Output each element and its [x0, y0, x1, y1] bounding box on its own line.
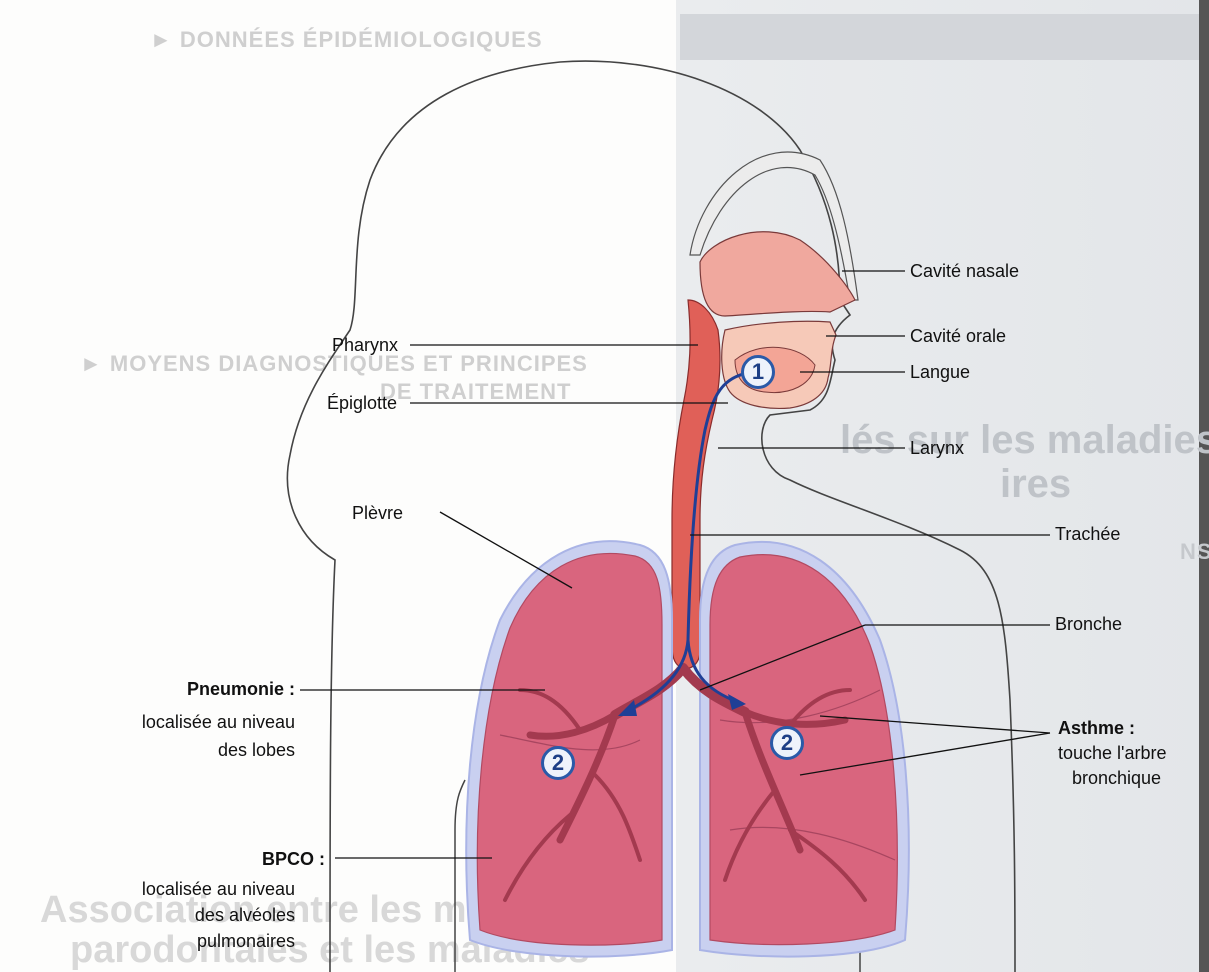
body-outline-inner-left — [455, 780, 465, 972]
label-bpco-desc-1: localisée au niveau — [110, 878, 295, 900]
leader-plevre — [440, 512, 572, 588]
label-asthme-desc-1: touche l'arbre — [1058, 742, 1167, 764]
label-cavite-orale: Cavité orale — [910, 325, 1006, 347]
label-larynx: Larynx — [910, 437, 964, 459]
label-bronche: Bronche — [1055, 613, 1122, 635]
label-cavite-nasale: Cavité nasale — [910, 260, 1019, 282]
label-langue: Langue — [910, 361, 970, 383]
label-pneumonie-desc-1: localisée au niveau — [110, 711, 295, 733]
badge-left-lung: 2 — [541, 746, 575, 780]
nasal-cavity-shape — [700, 232, 855, 316]
label-pneumonie-title: Pneumonie : — [130, 678, 295, 700]
label-asthme-desc-2: bronchique — [1072, 767, 1161, 789]
label-bpco-desc-3: pulmonaires — [110, 930, 295, 952]
label-bpco-desc-2: des alvéoles — [110, 904, 295, 926]
label-pneumonie-desc-2: des lobes — [110, 739, 295, 761]
label-epiglotte: Épiglotte — [327, 392, 397, 414]
badge-right-lung: 2 — [770, 726, 804, 760]
label-plevre: Plèvre — [352, 502, 403, 524]
label-bpco-title: BPCO : — [160, 848, 325, 870]
label-pharynx: Pharynx — [332, 334, 398, 356]
right-lung — [710, 555, 897, 945]
label-asthme-title: Asthme : — [1058, 717, 1135, 739]
label-trachee: Trachée — [1055, 523, 1120, 545]
badge-upper-airway: 1 — [741, 355, 775, 389]
